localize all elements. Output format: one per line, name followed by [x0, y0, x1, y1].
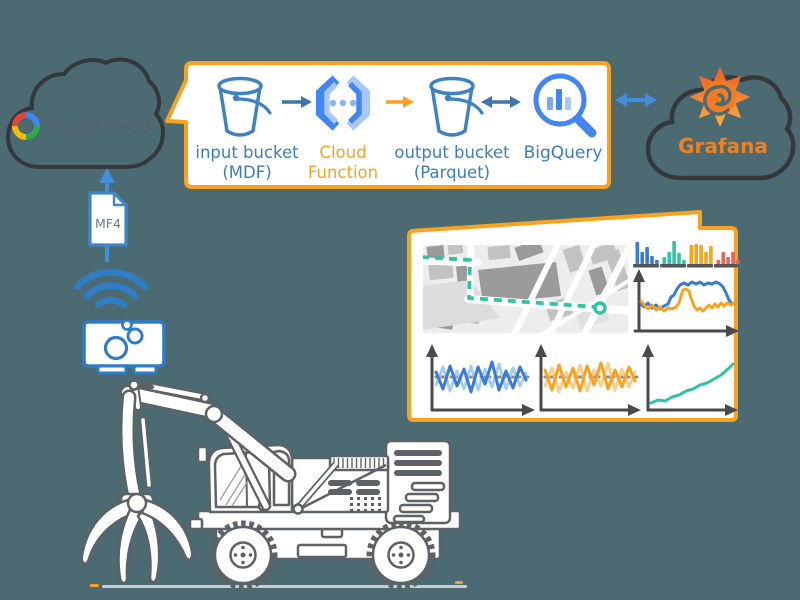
wifi-icon	[73, 268, 149, 309]
arrow-output-bigquery	[481, 96, 521, 108]
data-logger-icon	[82, 319, 166, 375]
google-cloud-outline	[5, 57, 165, 169]
grafana-node: Grafana	[645, 67, 796, 181]
grafana-cloud-outline	[645, 75, 796, 181]
cloud-function-label-line2: Function	[308, 163, 378, 182]
input-bucket-label-line2: (MDF)	[222, 163, 271, 182]
mini-bar-chart-teal	[662, 241, 686, 264]
map-route-end-marker	[593, 301, 607, 315]
grafana-logo-icon	[690, 67, 750, 127]
bigquery-label: BigQuery	[524, 143, 603, 163]
trend-chart	[642, 344, 738, 416]
dashboard-panel	[407, 210, 740, 422]
output-bucket-label-line2: (Parquet)	[414, 163, 490, 182]
mini-bar-chart-red	[716, 252, 740, 264]
step-line-orange	[639, 287, 737, 313]
step-line-blue	[639, 280, 737, 311]
bigquery-icon	[533, 73, 597, 138]
front-wheel	[208, 520, 278, 590]
mini-bar-chart-blue	[635, 242, 659, 264]
bucket-icon	[217, 76, 272, 137]
map-panel	[423, 245, 628, 333]
grapple-claw	[80, 492, 194, 585]
cloud-function-icon	[316, 75, 370, 131]
output-bucket-label-line1: output bucket	[394, 143, 510, 162]
arrow-input-to-function	[282, 96, 312, 108]
noise-chart-orange	[535, 344, 641, 416]
boom-arm	[119, 379, 297, 511]
google-cloud-label: Google Cloud	[47, 118, 151, 136]
arrow-function-to-output	[386, 96, 414, 108]
excavator-illustration	[80, 379, 467, 590]
step-line-chart	[633, 269, 739, 337]
mini-bar-chart-orange	[689, 244, 713, 264]
mf4-file-icon: MF4	[88, 191, 128, 247]
mini-bar-baselines	[633, 264, 738, 268]
cloud-function-label-line1: Cloud	[319, 143, 366, 162]
grafana-label: Grafana	[678, 134, 768, 158]
uplink-group: MF4	[73, 168, 166, 375]
pipeline-box: input bucket (MDF) Cloud Function output…	[165, 61, 611, 189]
ground-shadow	[102, 585, 467, 588]
noise-chart-blue	[426, 344, 535, 416]
arrow-pipeline-grafana	[615, 93, 657, 107]
engine-compartment	[290, 454, 390, 515]
mf4-file-label: MF4	[95, 216, 121, 231]
rear-wheel	[366, 520, 436, 590]
input-bucket-label-line1: input bucket	[195, 143, 299, 162]
google-cloud-logo-icon	[12, 112, 40, 140]
counterweight-box	[384, 439, 452, 525]
uplink-arrow-head	[99, 168, 115, 183]
google-cloud-node: Google Cloud	[5, 57, 165, 169]
pipeline-box-outline	[165, 61, 611, 189]
